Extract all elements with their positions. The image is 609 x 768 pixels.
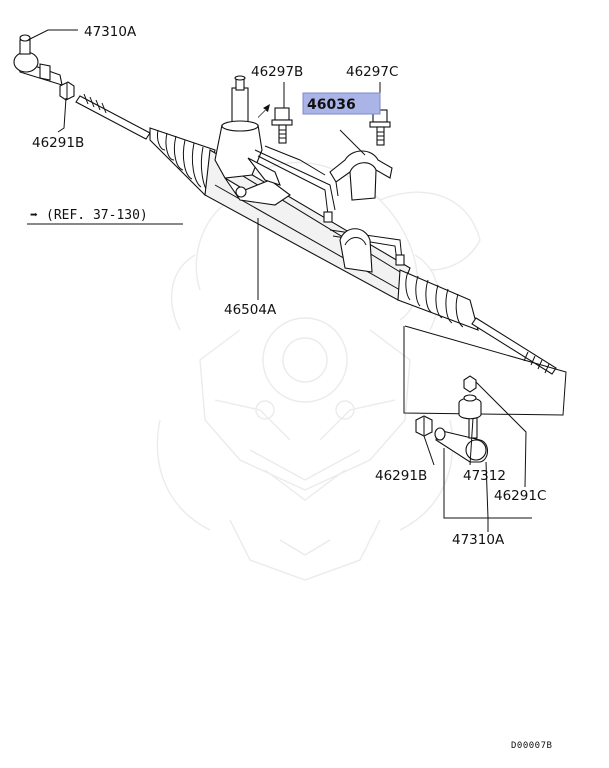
label-clamp-highlighted: 46036 (307, 97, 356, 113)
bolt-right (369, 109, 391, 146)
lock-nut-left (59, 81, 75, 101)
label-bolt-right: 46297C (346, 64, 398, 80)
bolt-left (271, 107, 293, 144)
labels: 47310A 46291B 46297B 46297C 46036 46504A… (32, 24, 546, 548)
clamp-bracket (329, 150, 393, 201)
leader-lines (27, 29, 532, 532)
nut-right (463, 375, 477, 393)
explode-bracket-right (403, 325, 567, 416)
pinion-housing (214, 75, 291, 206)
label-tie-rod-end-right: 47310A (452, 532, 505, 548)
direction-arrow-icon (258, 104, 270, 118)
label-dust-cover: 47312 (463, 468, 506, 484)
label-bolt-left: 46297B (251, 64, 303, 80)
highlight-box (302, 92, 381, 115)
label-lock-nut-right: 46291B (375, 468, 427, 484)
label-nut-right: 46291C (494, 488, 546, 504)
boot-left (149, 127, 216, 197)
label-tie-rod-end-left: 47310A (84, 24, 137, 40)
dust-cover (458, 394, 482, 420)
reference-text[interactable]: (REF. 37-130) (46, 208, 148, 223)
reference-note: ➡ (REF. 37-130) (27, 208, 183, 225)
diagram-code: D00007B (511, 741, 552, 751)
lock-nut-right (415, 415, 433, 437)
tie-rod-end-right (434, 417, 489, 463)
label-lock-nut-left: 46291B (32, 135, 84, 151)
steering-gear-assembly (75, 75, 557, 375)
arrow-right-icon: ➡ (30, 208, 38, 223)
label-gear-assy: 46504A (224, 302, 277, 318)
tie-rod-end-left (13, 34, 63, 86)
boot-right (397, 269, 479, 331)
